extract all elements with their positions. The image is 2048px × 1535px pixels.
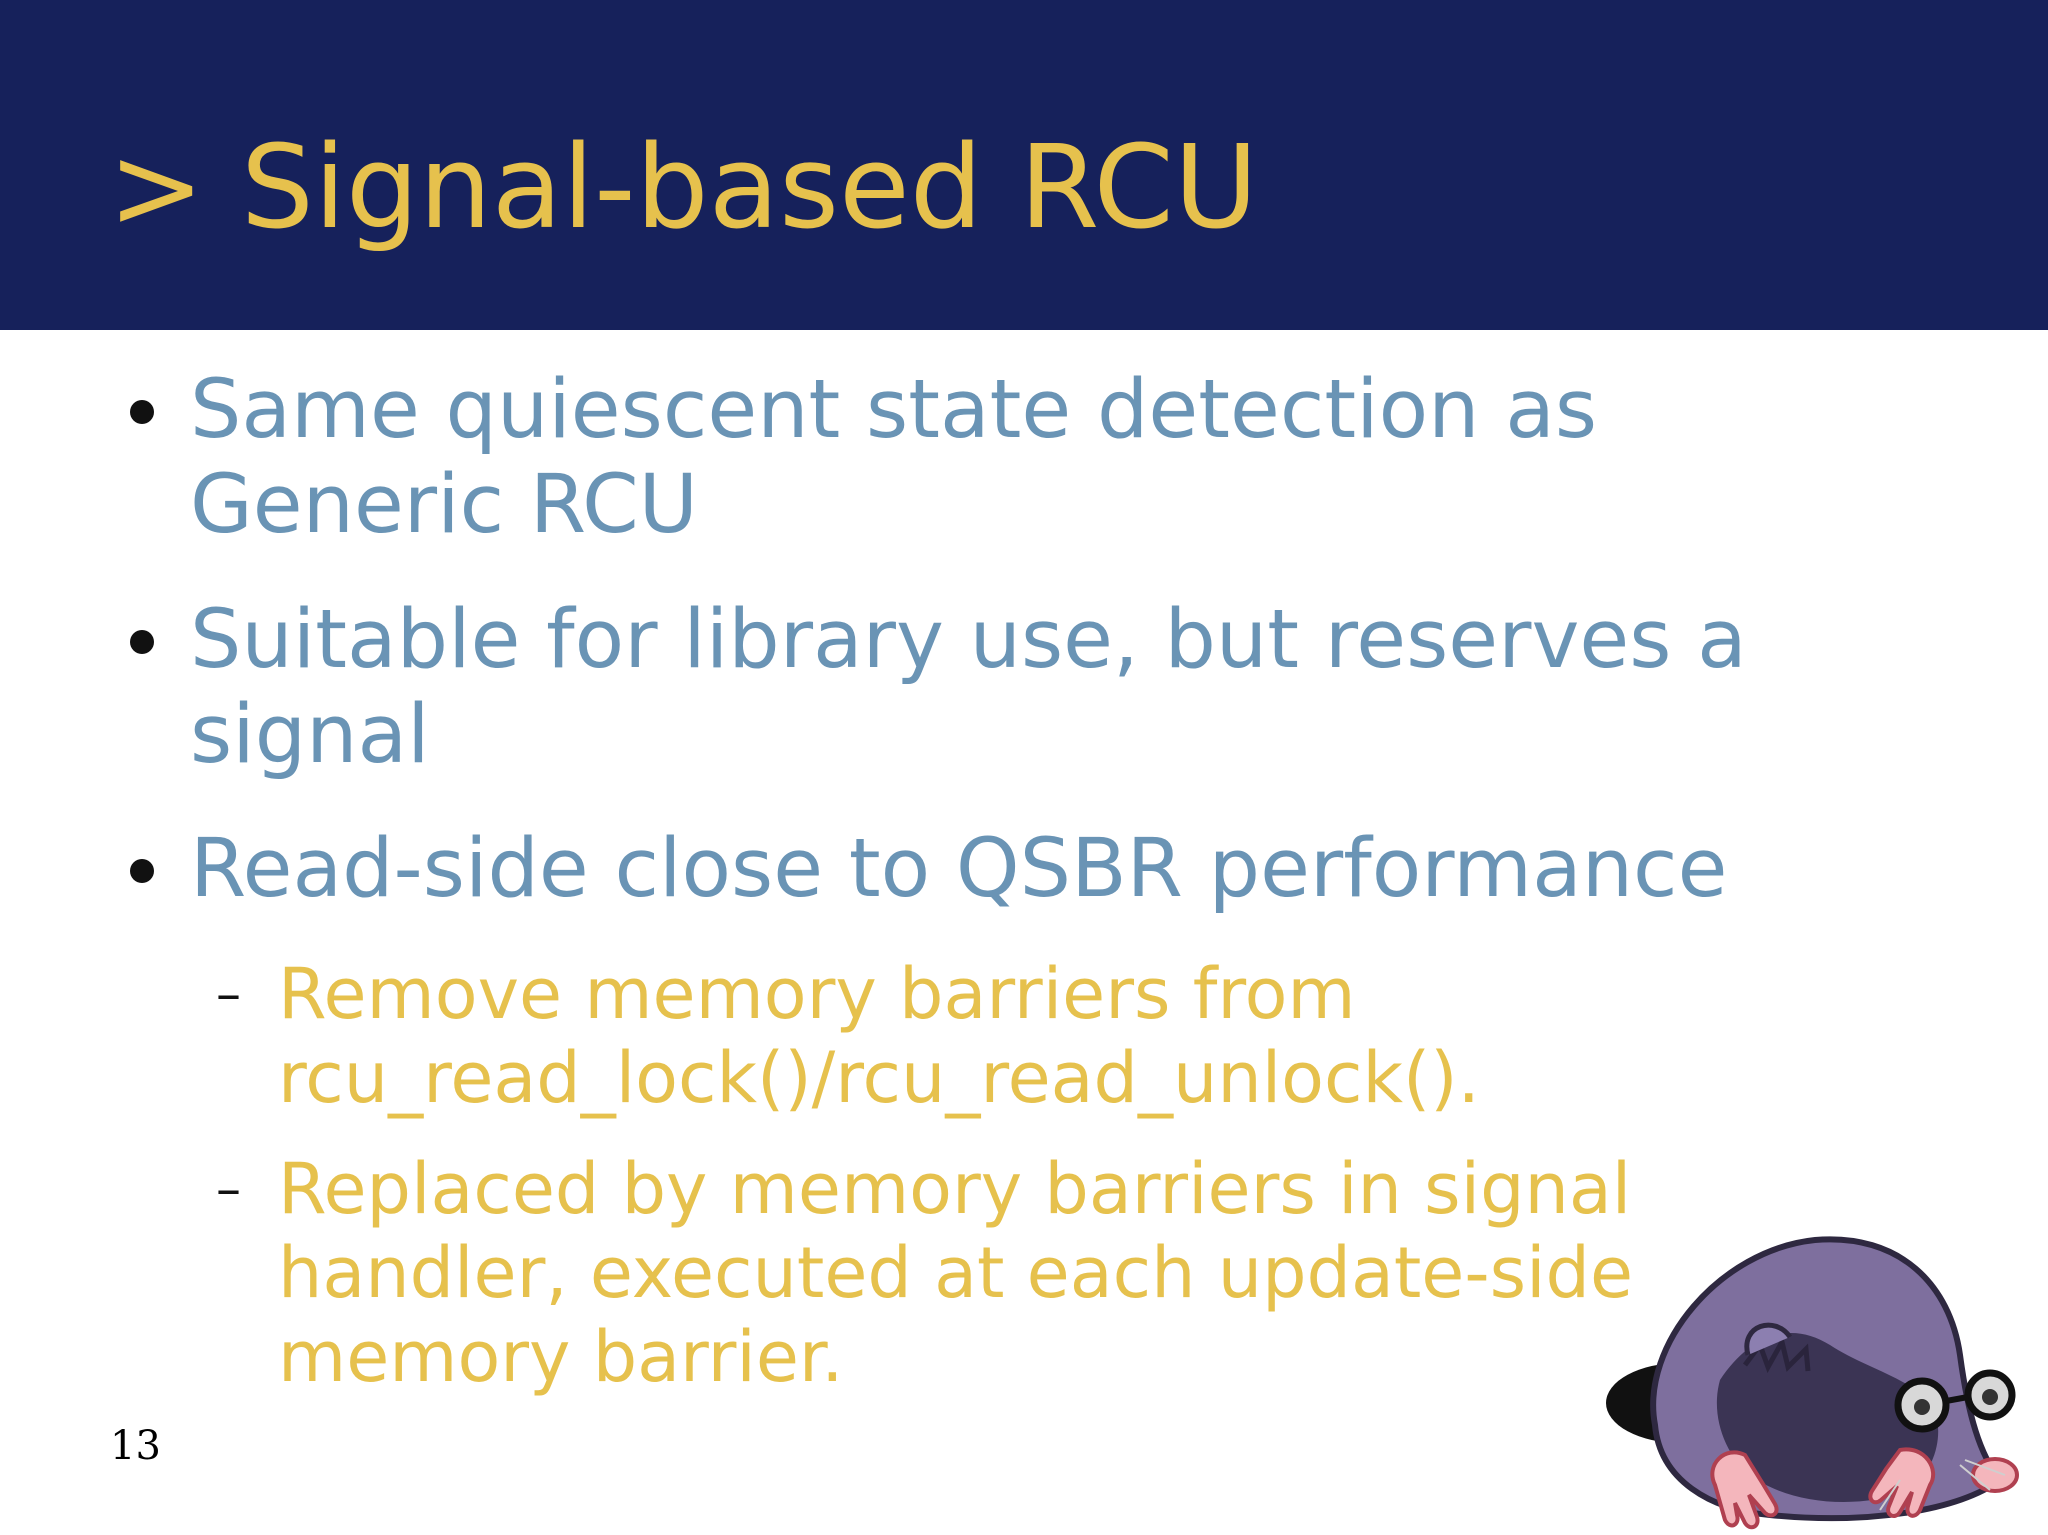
sub-bullet-item: – Remove memory barriers from rcu_read_l… <box>216 952 1698 1120</box>
bullet-item: Same quiescent state detection as Generi… <box>130 363 1840 553</box>
sub-bullet-text: Remove memory barriers from rcu_read_loc… <box>278 953 1480 1119</box>
bullet-item: Suitable for library use, but reserves a… <box>130 593 1840 783</box>
bullet-item: Read-side close to QSBR performance <box>130 822 1840 917</box>
bullet-dot-icon <box>130 859 154 883</box>
sub-bullet-text: Replaced by memory barriers in signal ha… <box>278 1148 1634 1398</box>
bullet-dot-icon <box>130 400 154 424</box>
sub-bullet-dash: – <box>216 1160 241 1218</box>
bullet-dot-icon <box>130 630 154 654</box>
bullet-text: Suitable for library use, but reserves a… <box>190 593 1747 782</box>
bullet-text: Read-side close to QSBR performance <box>190 822 1728 916</box>
page-number: 13 <box>110 1423 161 1469</box>
bullet-text: Same quiescent state detection as Generi… <box>190 363 1598 552</box>
title-bar: > Signal-based RCU <box>0 0 2048 330</box>
sub-bullet-dash: – <box>216 965 241 1023</box>
sub-bullet-item: – Replaced by memory barriers in signal … <box>216 1147 1698 1399</box>
slide-title: > Signal-based RCU <box>108 121 1258 255</box>
mole-mascot-icon <box>1606 1236 2019 1530</box>
